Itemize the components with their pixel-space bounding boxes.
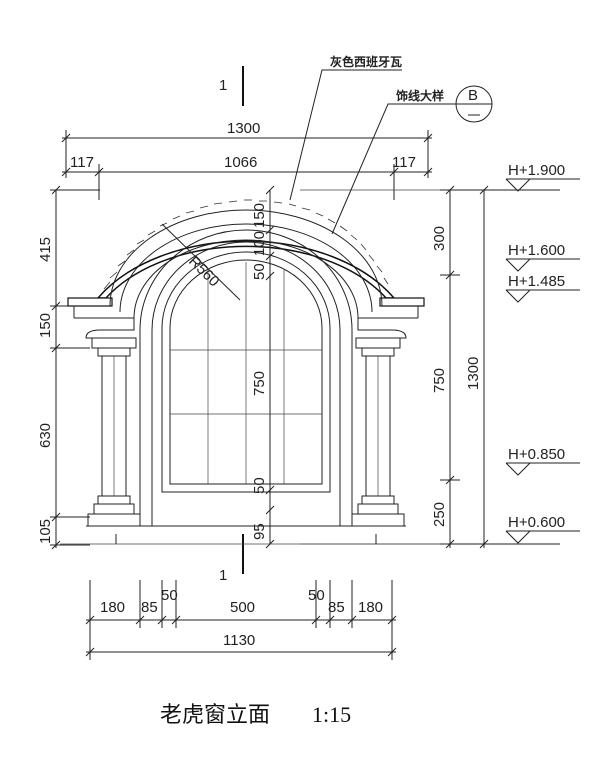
dim-cornice-height: 150 (37, 313, 54, 338)
column-right (351, 337, 405, 527)
dim-bottom-4: 500 (230, 599, 255, 616)
section-mark-bottom: 1 (219, 534, 244, 584)
elevation-markers: H+1.900 H+1.600 H+1.485 H+0.850 H+0.600 (505, 162, 580, 544)
window-trim (161, 251, 331, 493)
dim-mid-span: 1066 (224, 154, 257, 171)
elevation-label-5: H+0.600 (508, 514, 565, 531)
window-glass (169, 259, 323, 485)
drawing-scale: 1:15 (312, 702, 351, 727)
dim-bottom-2: 85 (141, 599, 158, 616)
detail-reference-label: B (468, 87, 478, 104)
column-left (87, 337, 141, 527)
elevation-marker-2: H+1.600 (505, 242, 580, 272)
dim-inner-sill: 95 (251, 523, 268, 540)
dim-bottom-total: 1130 (223, 632, 255, 649)
dim-bottom-5: 50 (308, 587, 325, 604)
dim-right-arch: 300 (431, 226, 448, 251)
elevation-label-1: H+1.900 (508, 162, 565, 179)
elevation-label-4: H+0.850 (508, 446, 565, 463)
elevation-label-3: H+1.485 (508, 273, 565, 290)
section-mark-top: 1 (219, 66, 244, 106)
section-mark-top-label: 1 (219, 77, 227, 94)
dim-right-offset: 117 (392, 154, 416, 171)
dim-right-total: 1300 (465, 357, 482, 390)
left-dimensions: 415 150 630 105 (37, 185, 100, 550)
elevation-marker-5: H+0.600 (505, 514, 580, 544)
dim-bottom-6: 85 (328, 599, 345, 616)
callout-molding-label: 饰线大样 (396, 88, 444, 103)
elevation-label-2: H+1.600 (508, 242, 565, 259)
right-dimensions: 300 750 250 1300 (300, 185, 560, 549)
dim-inner-gap: 100 (251, 231, 268, 256)
drawing-title-block: 老虎窗立面 1:15 (160, 702, 351, 727)
dim-right-sill: 250 (431, 502, 448, 527)
radius-label: R560 (185, 253, 222, 290)
dim-inner-trim-top: 50 (251, 263, 268, 280)
dim-column-height: 630 (37, 423, 54, 448)
top-dimensions: 1300 117 1066 117 (61, 120, 433, 200)
dim-inner-window: 750 (251, 371, 268, 396)
dim-inner-band: 150 (251, 203, 268, 228)
drawing-title: 老虎窗立面 (160, 702, 270, 727)
window-outer-frame (139, 229, 353, 526)
elevation-marker-4: H+0.850 (505, 446, 580, 476)
callout-roof-tile: 灰色西班牙瓦 (289, 54, 402, 201)
outer-molding-arc (109, 209, 383, 307)
radius-leader (161, 223, 241, 301)
dim-bottom-3: 50 (161, 587, 178, 604)
cornice-left (74, 317, 135, 339)
dim-left-offset: 117 (70, 154, 94, 171)
dim-inner-trim-bottom: 50 (251, 477, 268, 494)
section-mark-bottom-label: 1 (219, 567, 227, 584)
elevation-marker-1: H+1.900 (505, 162, 580, 192)
eave-right (379, 297, 425, 307)
eave-left (67, 297, 113, 307)
callout-molding: 饰线大样 B (331, 85, 493, 235)
dim-bottom-1: 180 (100, 599, 125, 616)
dormer-window (60, 199, 440, 545)
dim-bottom-7: 180 (358, 599, 383, 616)
dim-arch-height: 415 (37, 237, 54, 262)
dim-right-window: 750 (431, 368, 448, 393)
dim-base-height: 105 (37, 519, 54, 544)
elevation-marker-3: H+1.485 (505, 273, 580, 303)
cornice-right (357, 317, 418, 339)
roof-tile-hatch (103, 199, 389, 290)
inner-dimensions: 150 100 50 750 50 95 R560 (161, 185, 275, 549)
callout-roof-tile-label: 灰色西班牙瓦 (330, 54, 402, 69)
bottom-dimensions: 180 85 50 500 50 85 180 1130 (85, 580, 397, 660)
dim-overall-width: 1300 (227, 120, 260, 137)
